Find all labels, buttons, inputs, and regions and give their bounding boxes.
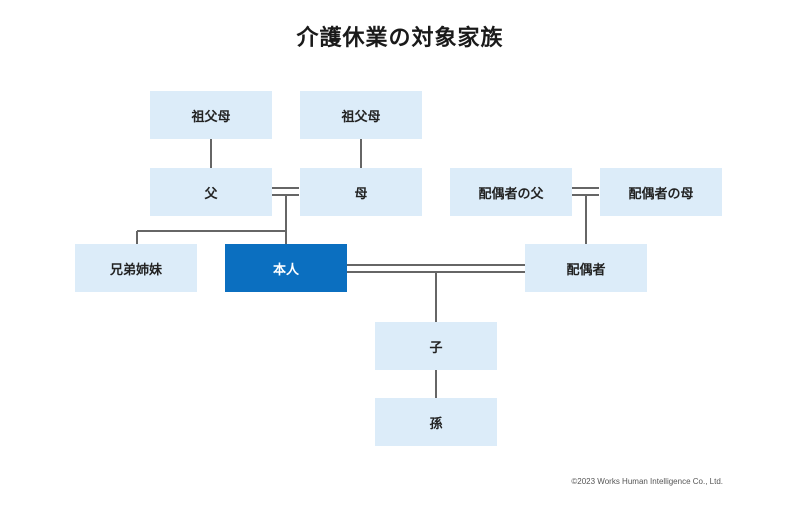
node-siblings: 兄弟姉妹 <box>75 244 197 292</box>
node-mother: 母 <box>300 168 422 216</box>
node-grandparent-right: 祖父母 <box>300 91 422 139</box>
node-child: 子 <box>375 322 497 370</box>
node-spouse-father: 配偶者の父 <box>450 168 572 216</box>
diagram-title: 介護休業の対象家族 <box>296 26 504 51</box>
node-grandchild: 孫 <box>375 398 497 446</box>
node-father: 父 <box>150 168 272 216</box>
node-grandparent-left: 祖父母 <box>150 91 272 139</box>
node-spouse-mother: 配偶者の母 <box>600 168 722 216</box>
copyright-notice: ©2023 Works Human Intelligence Co., Ltd. <box>571 477 723 486</box>
node-spouse: 配偶者 <box>525 244 647 292</box>
node-self: 本人 <box>225 244 347 292</box>
